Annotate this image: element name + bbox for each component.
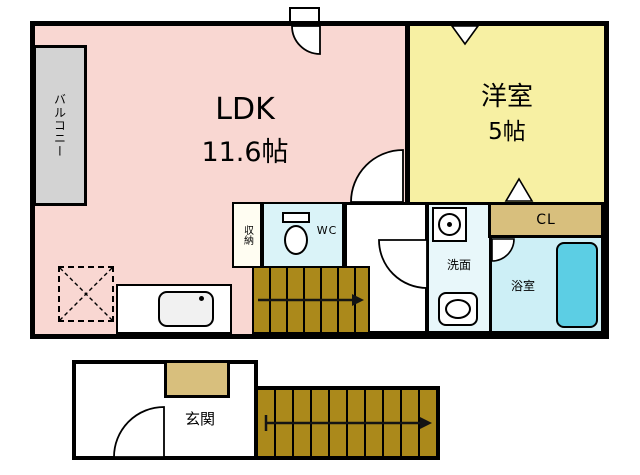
faucet-icon (199, 296, 204, 301)
closet-area: CL (488, 202, 604, 238)
balcony-area: バルコニー (33, 45, 87, 206)
wc-label: WC (316, 224, 338, 237)
upper-stairs (252, 266, 370, 334)
storage-area: 収納 (232, 202, 262, 268)
toilet-tank-icon (282, 212, 310, 223)
washroom-label: 洗面 (446, 258, 471, 272)
bathtub-icon (556, 242, 598, 328)
washing-machine-dot-icon (447, 222, 452, 227)
balcony-label: バルコニー (52, 93, 67, 158)
ldk-size-label: 11.6帖 (201, 137, 289, 168)
storage-label: 収納 (241, 225, 253, 245)
kitchen-sink-icon (158, 291, 214, 327)
entrance-label: 玄関 (184, 410, 215, 428)
sink-bowl-icon (445, 299, 471, 319)
western-room-size-label: 5帖 (488, 119, 526, 145)
western-room-label: 洋室 (480, 82, 533, 112)
wall-opening (289, 7, 320, 23)
bathroom-label: 浴室 (510, 279, 535, 293)
fridge-space-icon (58, 266, 114, 322)
western-room-area (405, 26, 604, 207)
shoe-cabinet (164, 360, 230, 398)
toilet-icon (284, 225, 308, 255)
sink-icon (438, 292, 478, 326)
ldk-label: LDK (215, 92, 275, 127)
lower-stairs (254, 386, 440, 460)
closet-label: CL (536, 212, 556, 228)
